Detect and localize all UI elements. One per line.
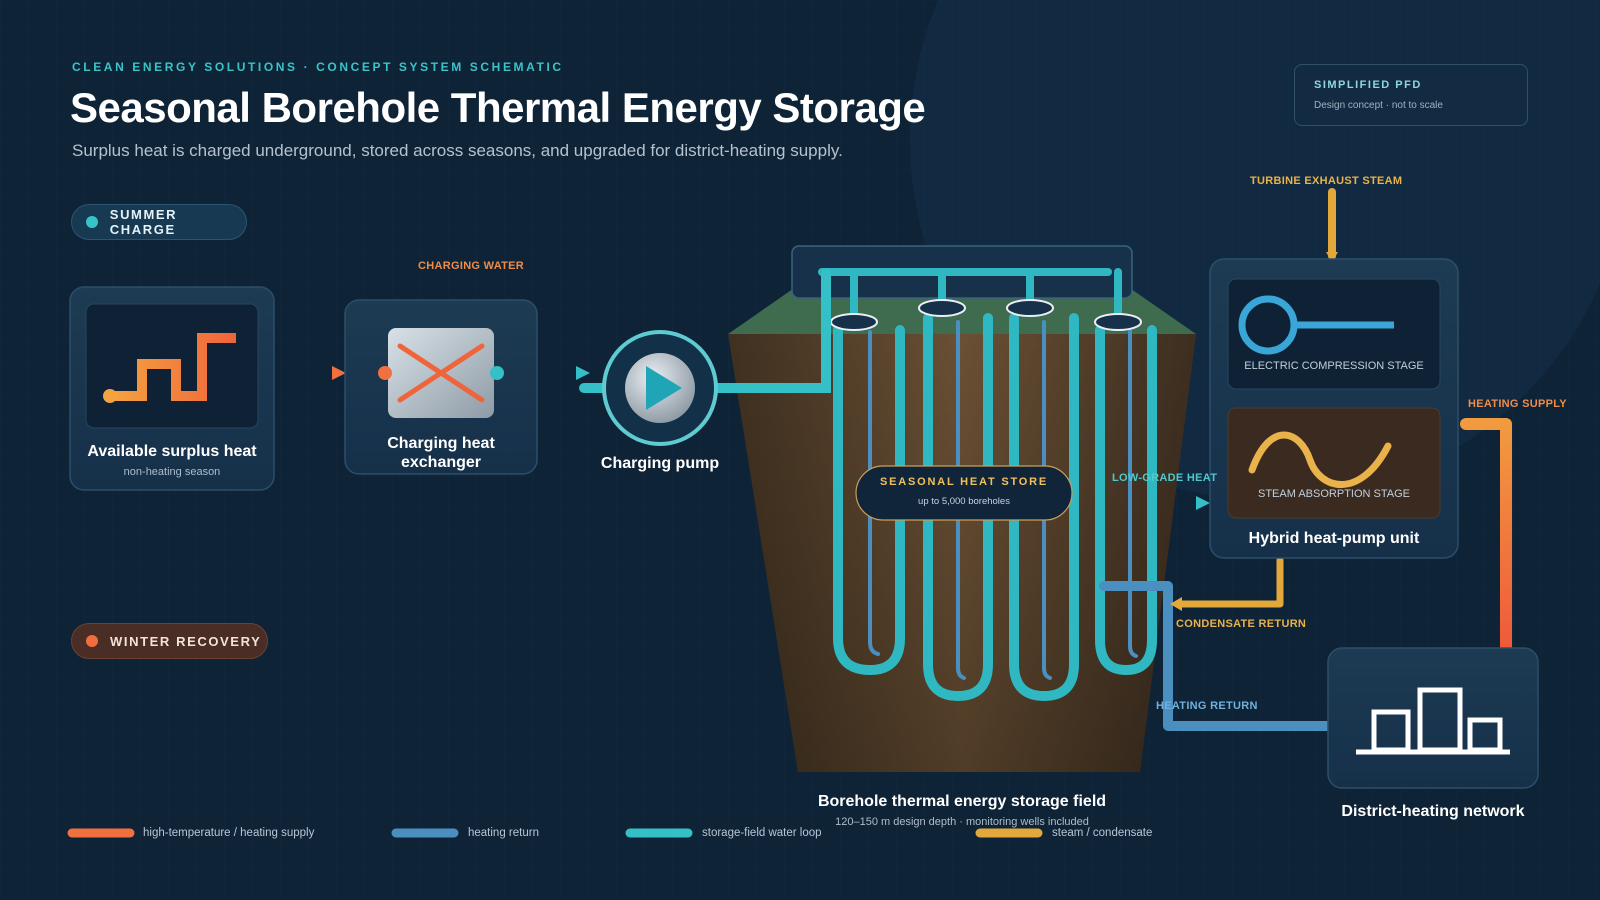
electric-stage-panel (1227, 278, 1441, 390)
heating-supply-label: HEATING SUPPLY (1468, 398, 1567, 410)
storage-field-title: Borehole thermal energy storage field (817, 793, 1107, 810)
winter-recovery-pill: WINTER RECOVERY (71, 623, 268, 659)
surplus-heat-subtitle: non-heating season (123, 466, 221, 478)
steam-stage-panel (1227, 407, 1441, 519)
seasonal-store-title: SEASONAL HEAT STORE (879, 476, 1049, 488)
low-grade-heat-label: LOW-GRADE HEAT (1112, 472, 1218, 484)
heating-supply-pipe (1460, 418, 1512, 654)
legend-label-steam: steam / condensate (1052, 827, 1153, 839)
steam-stage-label: STEAM ABSORPTION STAGE (1258, 488, 1410, 500)
eyebrow-label: CLEAN ENERGY SOLUTIONS · CONCEPT SYSTEM … (72, 60, 564, 74)
summer-dot-icon (86, 216, 98, 228)
legend-label-loop: storage-field water loop (702, 827, 822, 839)
legend-label-return: heating return (468, 827, 539, 839)
charging-pump-title: Charging pump (600, 455, 720, 472)
condensate-return-label: CONDENSATE RETURN (1176, 618, 1307, 630)
district-heating-title: District-heating network (1341, 803, 1525, 820)
summer-charge-pill: SUMMER CHARGE (71, 204, 247, 240)
page-title: Seasonal Borehole Thermal Energy Storage (70, 84, 926, 131)
summer-charge-label: SUMMER CHARGE (109, 207, 178, 237)
turbine-steam-label: TURBINE EXHAUST STEAM (1250, 175, 1403, 187)
flow-arrow-surplus (332, 366, 346, 380)
borehole-inner-pipes (868, 320, 1138, 680)
sine-wave-icon (1248, 431, 1392, 488)
electric-stage-label: ELECTRIC COMPRESSION STAGE (1244, 360, 1424, 372)
surplus-heat-step-icon (110, 333, 236, 401)
seasonal-store-subtitle: up to 5,000 boreholes (918, 496, 1010, 507)
pfd-badge-subtitle: Design concept · not to scale (1314, 100, 1443, 111)
heating-return-pipe (1099, 581, 1339, 731)
flow-arrow-low-grade (1196, 496, 1210, 510)
pump-play-icon (646, 366, 682, 410)
flow-arrow-exchanger (576, 366, 590, 380)
page-subtitle: Surplus heat is charged underground, sto… (72, 141, 843, 160)
buildings-icon (1356, 687, 1510, 755)
district-heating-card (1327, 647, 1539, 789)
heating-return-label: HEATING RETURN (1156, 700, 1258, 712)
storage-field-subtitle: 120–150 m design depth · monitoring well… (835, 816, 1089, 828)
pfd-badge-title: SIMPLIFIED PFD (1314, 79, 1422, 91)
seasonal-store-pill (855, 465, 1073, 521)
heat-pump-title: Hybrid heat-pump unit (1248, 530, 1420, 547)
heat-exchanger-title: Charging heat exchanger (345, 434, 537, 472)
legend-label-supply: high-temperature / heating supply (143, 827, 315, 839)
winter-recovery-label: WINTER RECOVERY (110, 633, 262, 649)
charging-water-label: CHARGING WATER (418, 260, 525, 272)
surplus-heat-title: Available surplus heat (87, 443, 257, 460)
borehole-loops (833, 313, 1157, 702)
steam-arrow (1326, 252, 1338, 262)
pfd-badge (1294, 64, 1528, 126)
condensate-arrow (1170, 597, 1182, 611)
heat-exchanger-title-line2: exchanger (400, 454, 482, 471)
heat-exchanger-title-line1: Charging heat (387, 435, 495, 452)
condensate-return-pipe (1174, 556, 1284, 608)
winter-dot-icon (86, 635, 98, 647)
